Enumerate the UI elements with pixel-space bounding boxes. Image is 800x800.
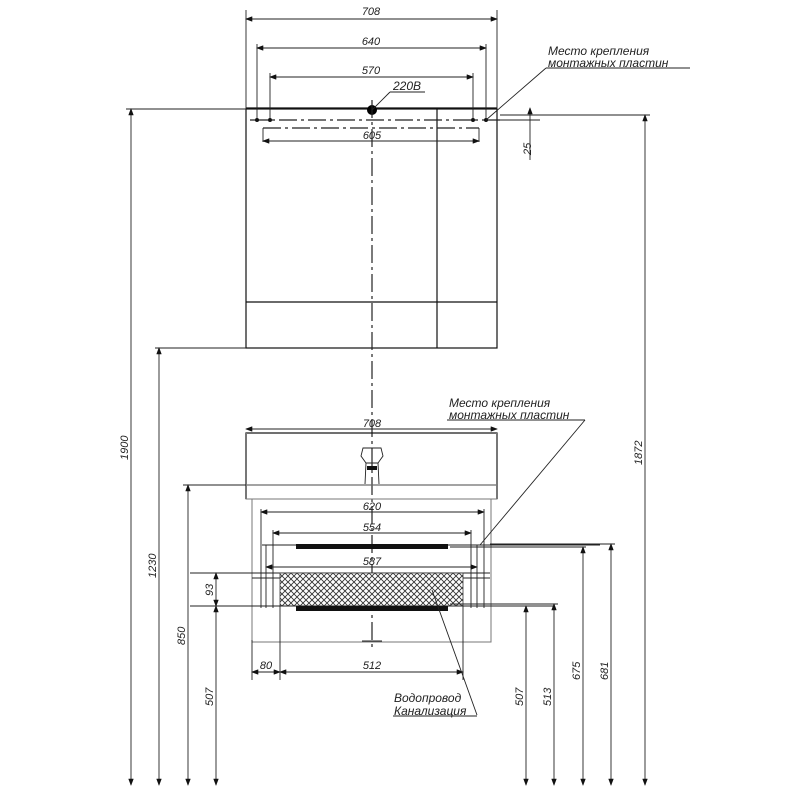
height-1872: 1872 <box>633 441 645 465</box>
dim-mount-inner: 570 <box>362 65 381 77</box>
dim-drawer-upper: 554 <box>363 522 381 534</box>
vanity-note-line-2: монтажных пластин <box>449 408 570 422</box>
dim-top-width: 708 <box>363 418 382 430</box>
dim-mount-offset: 25 <box>522 142 534 156</box>
height-507-left: 507 <box>204 687 216 706</box>
height-1900: 1900 <box>119 435 131 460</box>
vanity-body-outline <box>251 498 492 643</box>
lower-drawer-rail <box>296 606 448 611</box>
height-1230: 1230 <box>147 553 159 578</box>
height-513: 513 <box>542 687 554 706</box>
upper-note-line-1: Место крепления <box>548 44 650 58</box>
height-675: 675 <box>571 661 583 680</box>
pipes-note-sewer: Канализация <box>394 704 467 718</box>
height-850: 850 <box>176 626 188 645</box>
dim-overall-width: 708 <box>362 6 381 18</box>
pipes-note: Водопровод Канализация <box>393 589 478 718</box>
vanity-mount-note: Место крепления монтажных пластин <box>447 396 586 546</box>
upper-dimensions: 708 640 570 605 25 <box>245 6 540 160</box>
left-height-dimensions: 1900 1230 850 93 507 <box>119 108 246 786</box>
upper-drawer-rail <box>296 544 448 549</box>
power-outlet: 220В <box>367 79 425 115</box>
drawer-mesh-zone <box>279 572 464 607</box>
faucet-icon <box>360 447 384 485</box>
vanity-body: 620 554 587 80 512 <box>190 498 600 680</box>
height-507-right: 507 <box>514 687 526 706</box>
drawer-height-93: 93 <box>204 583 216 596</box>
dim-drawer-lower: 587 <box>363 556 382 568</box>
pipes-note-water: Водопровод <box>394 691 462 705</box>
upper-mount-note: Место крепления монтажных пластин <box>485 44 690 121</box>
dim-body-width: 620 <box>363 501 382 513</box>
height-681: 681 <box>599 662 611 680</box>
right-height-dimensions: 507 513 675 681 1872 <box>450 114 650 786</box>
dim-left-offset: 80 <box>260 660 273 672</box>
power-label: 220В <box>392 79 421 93</box>
dim-pipe-span: 512 <box>363 660 381 672</box>
upper-note-line-2: монтажных пластин <box>548 56 669 70</box>
dim-mount-outer: 640 <box>362 36 381 48</box>
vanity-note-line-1: Место крепления <box>449 396 551 410</box>
